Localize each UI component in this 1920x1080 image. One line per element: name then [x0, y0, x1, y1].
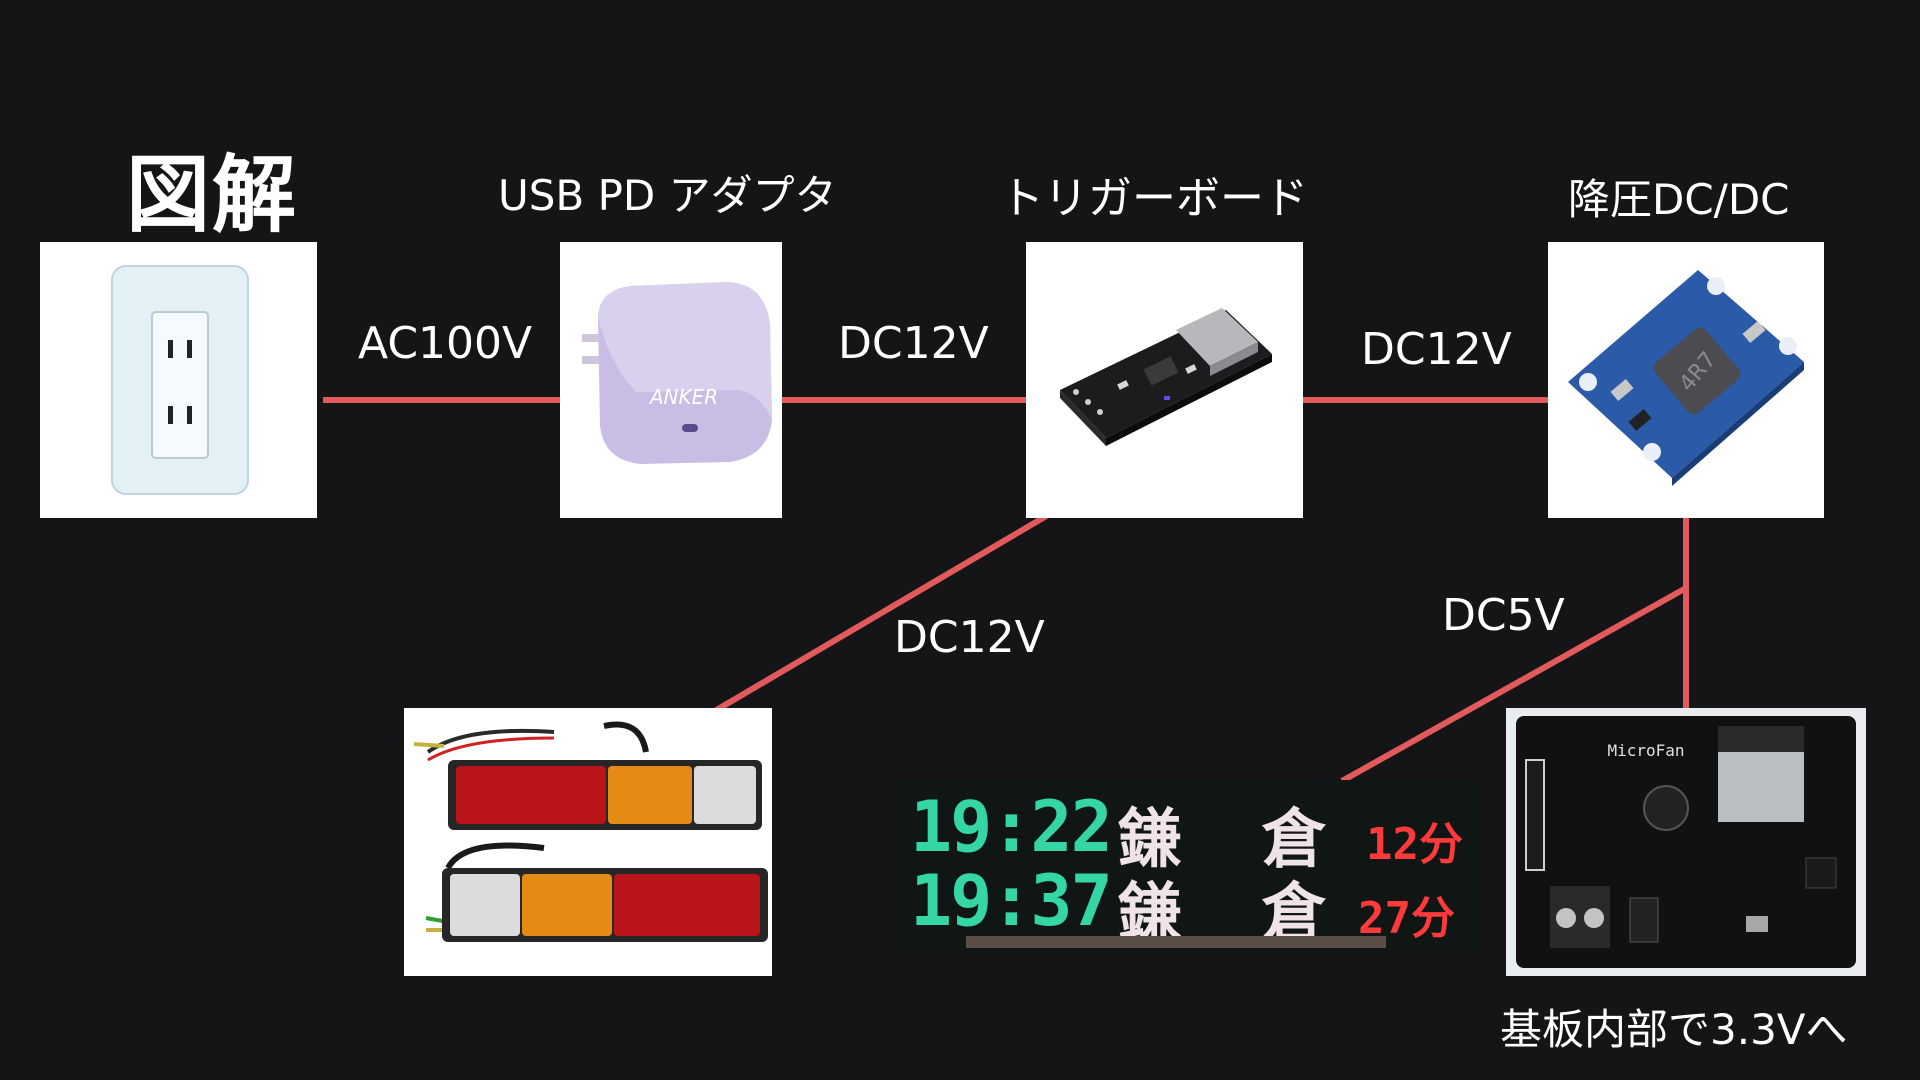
page-title: 図解	[126, 146, 299, 244]
adapter-label: USB PD アダプタ	[498, 171, 837, 220]
edge-label-dc12v-adapter-trigger: DC12V	[838, 318, 989, 369]
wire-trigger-lamps	[706, 512, 1050, 718]
anker-logo-text: ANKER	[648, 385, 718, 409]
led-matrix-display-photo: 19:22 鎌 倉 12分 19:37 鎌 倉 27分	[896, 780, 1480, 954]
trigger-board-photo	[1026, 242, 1303, 518]
board-silkscreen: MicroFan	[1607, 741, 1684, 760]
display-row2-time: 19:37	[910, 860, 1113, 942]
display-row1-kanji1: 鎌	[1118, 803, 1182, 877]
edge-label-dc5v: DC5V	[1442, 590, 1565, 641]
edge-label-ac100v: AC100V	[358, 318, 533, 369]
edge-label-dc12v-lamps: DC12V	[894, 612, 1045, 663]
wall-outlet-photo	[40, 242, 317, 518]
trigger-board-label: トリガーボード	[1000, 173, 1308, 224]
display-stand	[966, 936, 1386, 948]
edge-label-dc12v-trigger-dcdc: DC12V	[1361, 324, 1512, 375]
display-row2-minutes: 27分	[1358, 893, 1455, 944]
esp32-board-photo: MicroFan	[1506, 708, 1866, 976]
led-tail-lamps-photo	[404, 708, 772, 976]
dcdc-label: 降圧DC/DC	[1568, 175, 1790, 224]
display-row1-minutes: 12分	[1366, 819, 1463, 870]
dcdc-module-photo: 4R7	[1548, 242, 1824, 518]
display-row1-time: 19:22	[910, 786, 1113, 868]
board-label: 基板内部で3.3Vへ	[1500, 1005, 1848, 1054]
usb-pd-adapter-photo: ANKER	[560, 242, 782, 518]
wire-dcdc-display	[1340, 585, 1688, 784]
display-row1-kanji2: 倉	[1262, 803, 1326, 877]
